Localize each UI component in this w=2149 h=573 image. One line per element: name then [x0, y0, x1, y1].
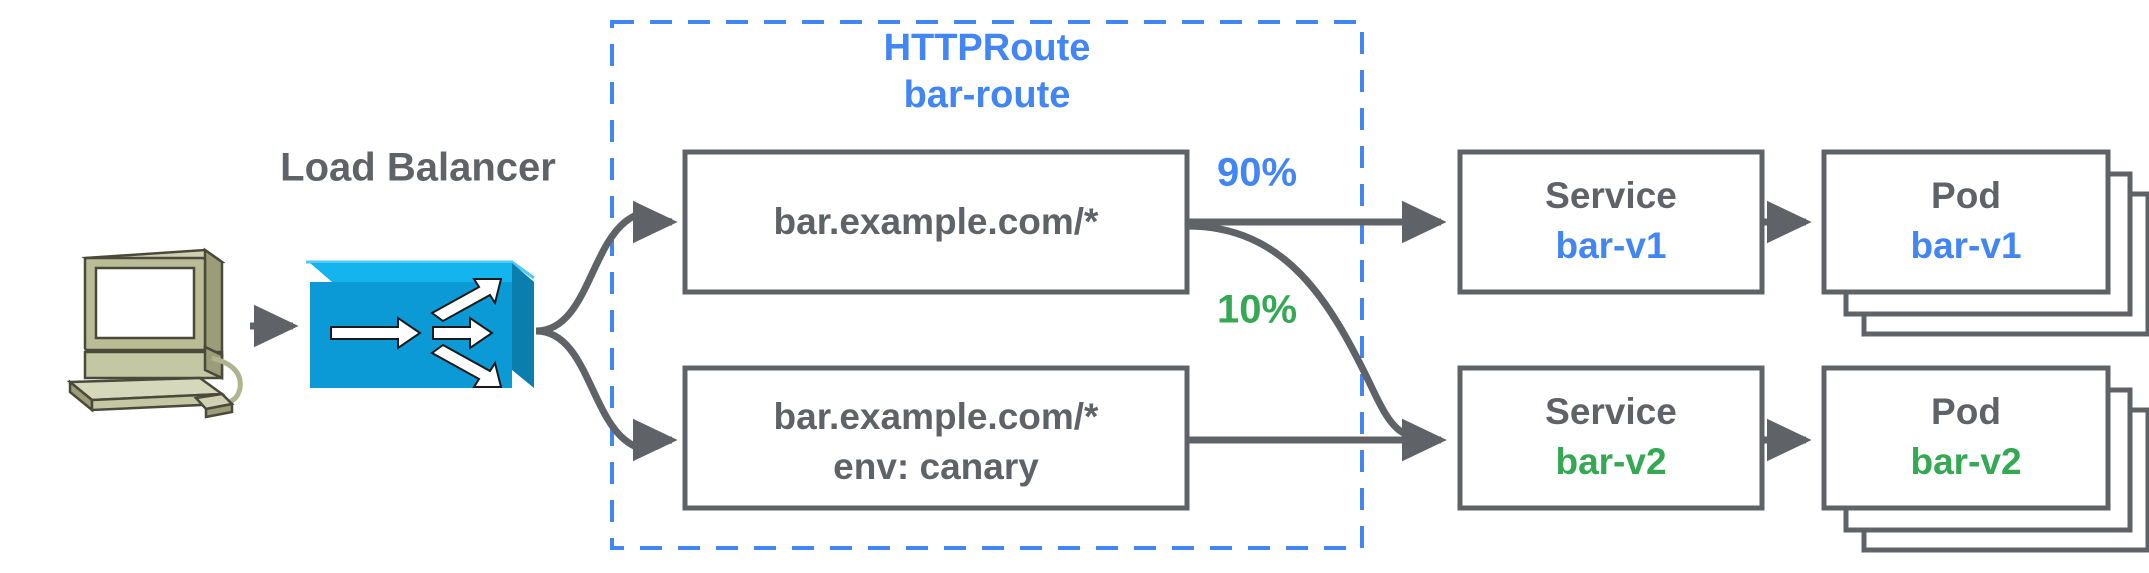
service-v1-name-label: bar-v1 [1555, 225, 1666, 266]
service-box-bar-v2[interactable] [1457, 365, 1765, 511]
load-balancer-label: Load Balancer [280, 146, 556, 190]
service-box-bar-v1[interactable] [1457, 149, 1765, 295]
route-rule-1-match: bar.example.com/* [774, 201, 1100, 242]
httproute-region-boundary [610, 20, 1364, 550]
weight-label-10: 10% [1217, 288, 1297, 332]
pod-v2-kind-label: Pod [1931, 391, 2001, 432]
load-balancer-icon [306, 260, 535, 388]
pod-box-bar-v2[interactable] [1821, 365, 2111, 511]
pod-v1-name-label: bar-v1 [1910, 225, 2021, 266]
pod-v1-kind-label: Pod [1931, 175, 2001, 216]
route-rule-box-2[interactable] [682, 365, 1190, 511]
httproute-kind-label: HTTPRoute [884, 27, 1091, 69]
route-rule-2-match: bar.example.com/* [774, 396, 1100, 437]
pod-box-bar-v1[interactable] [1821, 149, 2111, 295]
pod-stack-bar-v2[interactable]: Pod bar-v2 [1821, 365, 2149, 553]
connector-rule1-to-service-v2 [1186, 222, 1447, 462]
weight-label-90: 90% [1217, 151, 1297, 195]
pod-v2-name-label: bar-v2 [1910, 441, 2021, 482]
connector-lb-to-rule-1 [535, 200, 678, 335]
route-rule-2-filter: env: canary [833, 446, 1039, 487]
service-v2-kind-label: Service [1545, 391, 1677, 432]
service-v2-name-label: bar-v2 [1555, 441, 1666, 482]
workstation-icon [66, 247, 243, 419]
pod-stack-bar-v1[interactable]: Pod bar-v1 [1821, 149, 2149, 337]
httproute-name-label: bar-route [904, 74, 1071, 116]
connector-lb-to-rule-2 [535, 327, 678, 462]
service-v1-kind-label: Service [1545, 175, 1677, 216]
